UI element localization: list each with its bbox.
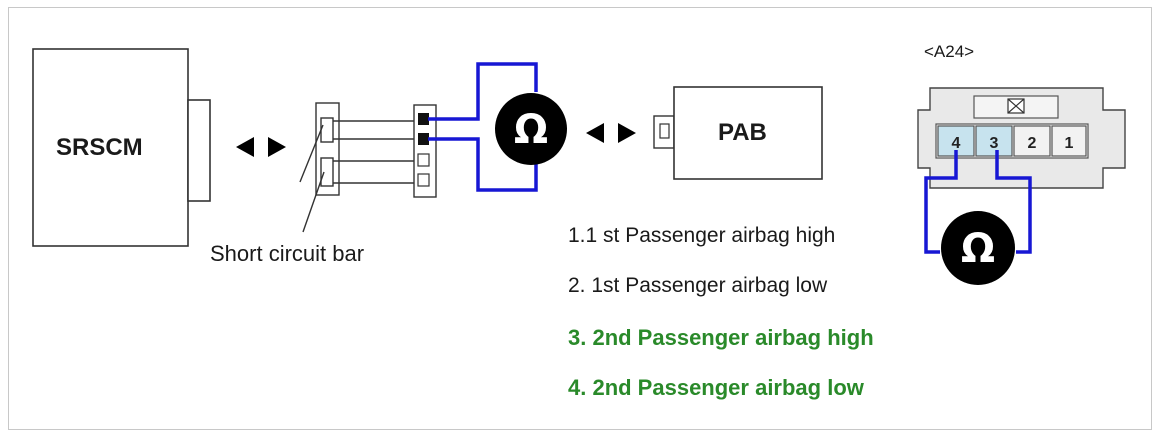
ohm-symbol-right: Ω	[961, 226, 995, 272]
pin-label-1: 1	[1065, 135, 1074, 152]
legend-item-4: 4. 2nd Passenger airbag low	[568, 375, 864, 400]
legend-item-2: 2. 1st Passenger airbag low	[568, 274, 828, 297]
a24-connector: 4 3 2 1	[917, 87, 1126, 189]
srscm-module	[32, 48, 211, 247]
pin-label-3: 3	[990, 135, 999, 152]
meter-leads-left	[428, 62, 538, 192]
pab-module	[653, 86, 823, 180]
pin-3-cell	[975, 125, 1013, 157]
pab-label: PAB	[718, 119, 767, 146]
legend-item-3: 3. 2nd Passenger airbag high	[568, 325, 874, 350]
srscm-label: SRSCM	[56, 134, 143, 161]
connector-id-label: <A24>	[924, 42, 975, 61]
short-circuit-connector	[315, 102, 340, 196]
ohmmeter-left: Ω	[495, 93, 567, 165]
double-arrow-left	[236, 137, 286, 157]
double-arrow-right	[586, 123, 636, 143]
pin-2-cell	[1013, 125, 1051, 157]
pin-1-cell	[1051, 125, 1087, 157]
legend-item-1: 1.1 st Passenger airbag high	[568, 224, 836, 247]
meter-leads-right	[924, 150, 1032, 254]
short-circuit-bar-label: Short circuit bar	[210, 241, 365, 266]
short-bar-pointer	[299, 124, 325, 233]
harness-wires	[333, 120, 414, 184]
pin-label-2: 2	[1028, 135, 1037, 152]
ohm-symbol-left: Ω	[514, 107, 548, 153]
ohmmeter-right: Ω	[941, 211, 1015, 285]
pin-label-4: 4	[952, 135, 961, 152]
harness-connector	[413, 104, 437, 198]
